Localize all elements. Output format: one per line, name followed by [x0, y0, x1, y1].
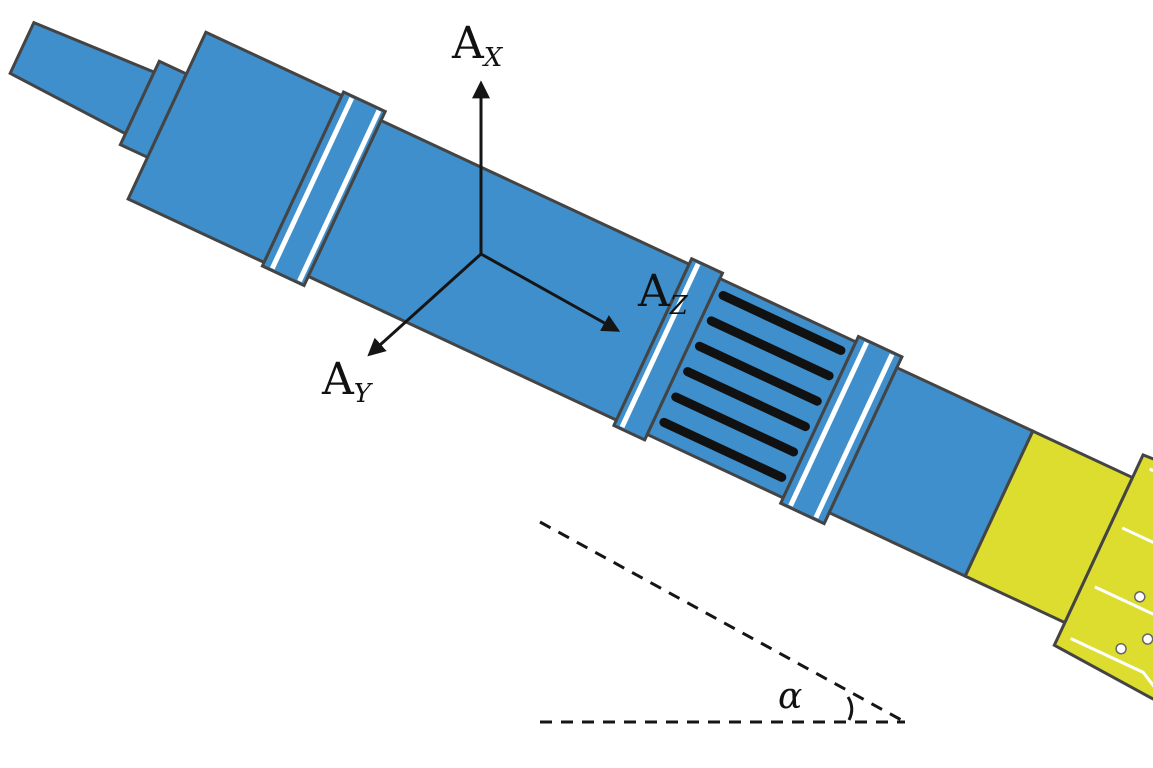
drill-bit-head [1052, 452, 1153, 701]
drill-string [8, 20, 1153, 701]
bit-cutters [1115, 591, 1153, 655]
axis-y-arrow [367, 252, 483, 357]
axis-z-label: AZ [637, 266, 689, 321]
inclined-reference-line [539, 520, 906, 724]
axis-x-label: AX [451, 18, 504, 73]
sensor-stripes [659, 290, 846, 482]
angle-alpha-label: α [778, 676, 802, 717]
axis-z-arrow [480, 252, 621, 332]
bit-blades [1070, 467, 1153, 696]
angle-arc [846, 696, 854, 721]
inclination-reference [539, 520, 906, 724]
coordinate-axes [367, 80, 621, 357]
central-body-section [306, 118, 692, 423]
axis-y-label: AY [321, 354, 374, 409]
